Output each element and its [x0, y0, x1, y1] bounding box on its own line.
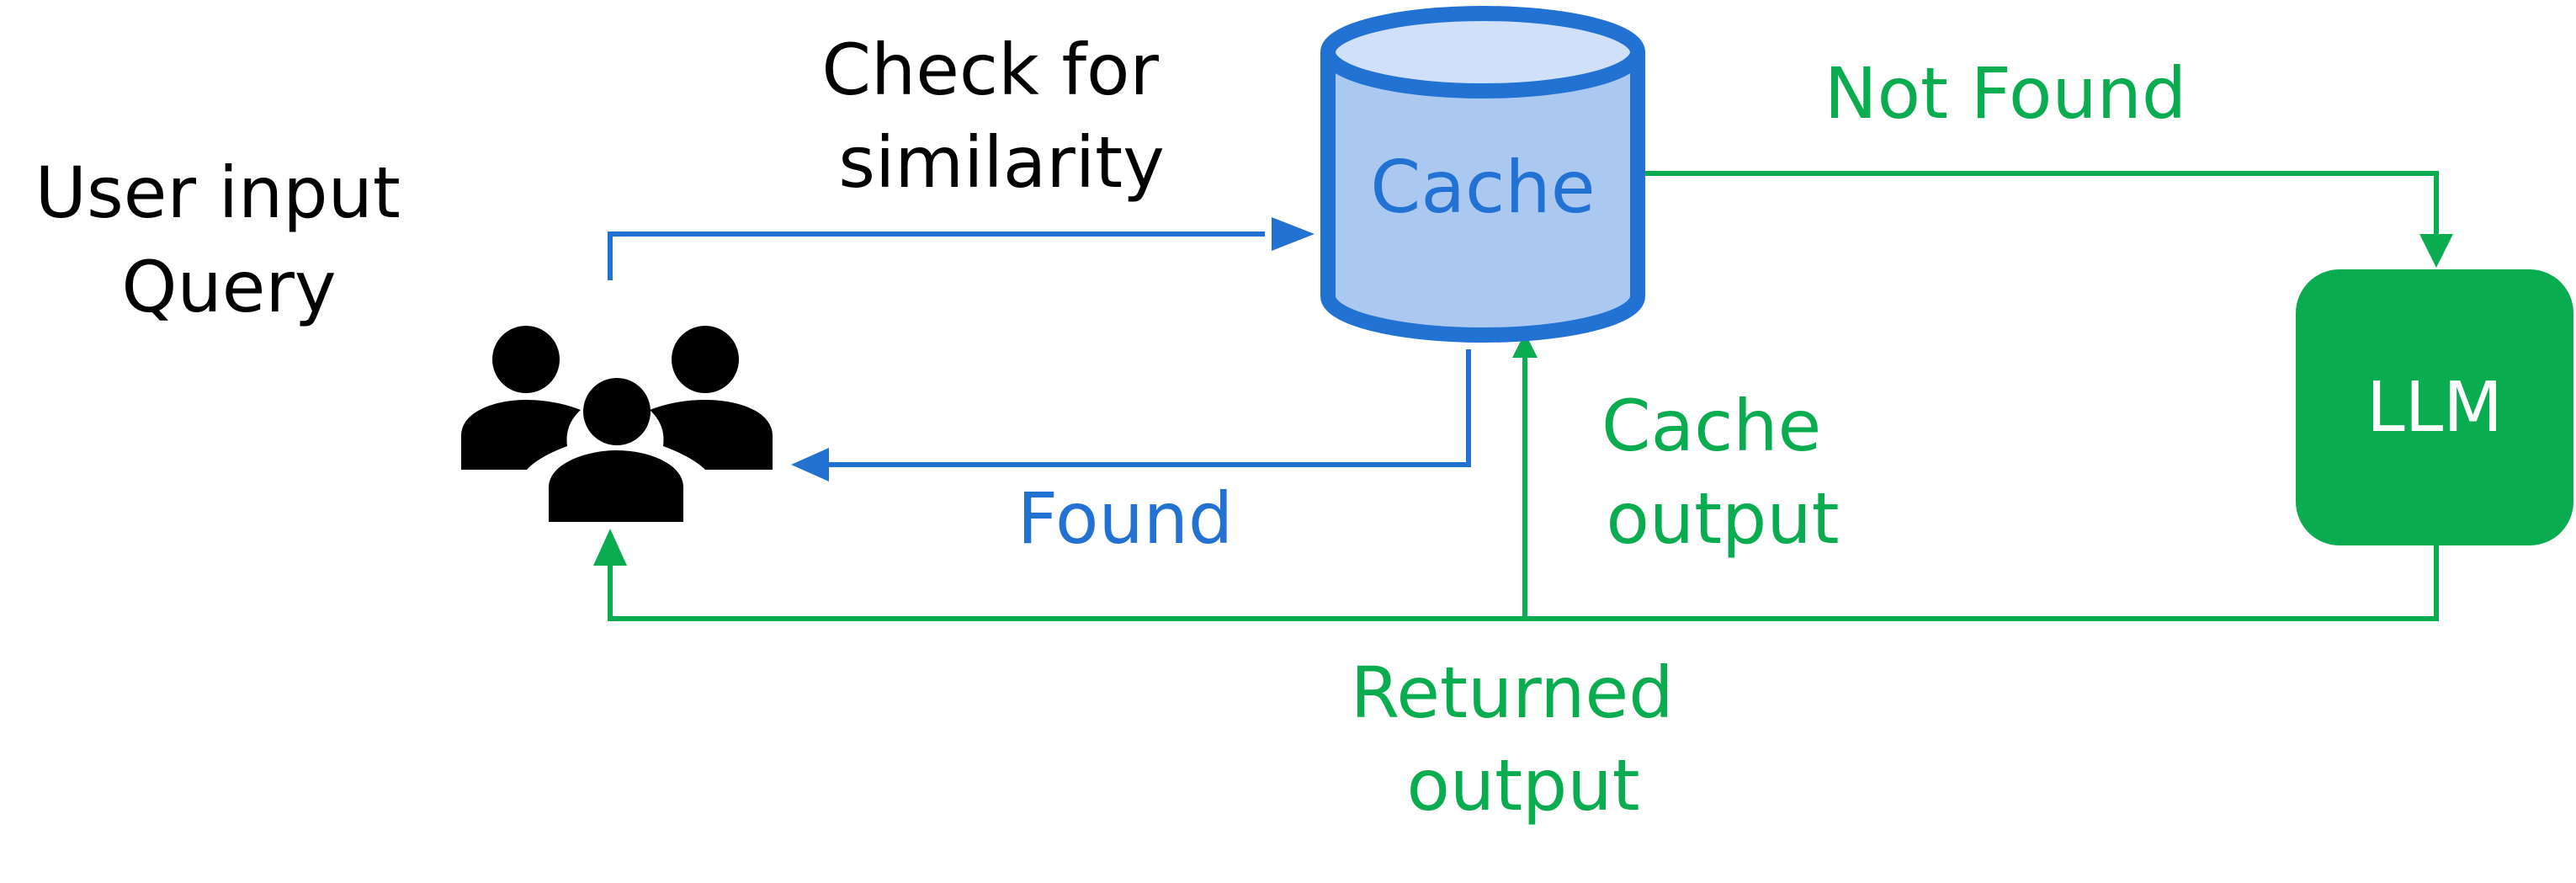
cache-output-line-2: output	[1606, 477, 1839, 560]
llm-label: LLM	[2366, 368, 2503, 448]
cache-label: Cache	[1370, 146, 1595, 230]
not-found-label: Not Found	[1824, 52, 2186, 135]
cache-output-label: Cache output	[1601, 385, 1844, 560]
arrow-found	[829, 349, 1471, 467]
found-label: Found	[1017, 477, 1234, 560]
llm-box-icon	[2296, 269, 2573, 545]
arrow-head-cache-output	[1512, 332, 1538, 358]
check-similarity-line-2: similarity	[838, 121, 1165, 204]
check-similarity-label: Check for similarity	[821, 29, 1181, 204]
arrow-check-similarity	[608, 231, 1265, 280]
returned-output-label: Returned output	[1351, 652, 1696, 827]
arrow-not-found	[1641, 171, 2439, 240]
arrow-head-to-cache	[1272, 217, 1315, 251]
user-input-line-1: User input	[35, 152, 401, 234]
user-input-label: User input Query	[35, 152, 423, 328]
database-cylinder-icon	[1320, 6, 1645, 343]
returned-output-line-1: Returned	[1351, 652, 1674, 734]
check-similarity-line-1: Check for	[821, 29, 1159, 111]
arrow-head-users	[593, 529, 627, 566]
users-group-icon	[461, 326, 773, 522]
returned-output-line-2: output	[1406, 744, 1639, 827]
cache-output-line-1: Cache	[1601, 385, 1821, 467]
arrow-head-llm	[2419, 234, 2453, 268]
user-input-line-2: Query	[121, 246, 336, 328]
arrow-head-found	[791, 448, 829, 481]
